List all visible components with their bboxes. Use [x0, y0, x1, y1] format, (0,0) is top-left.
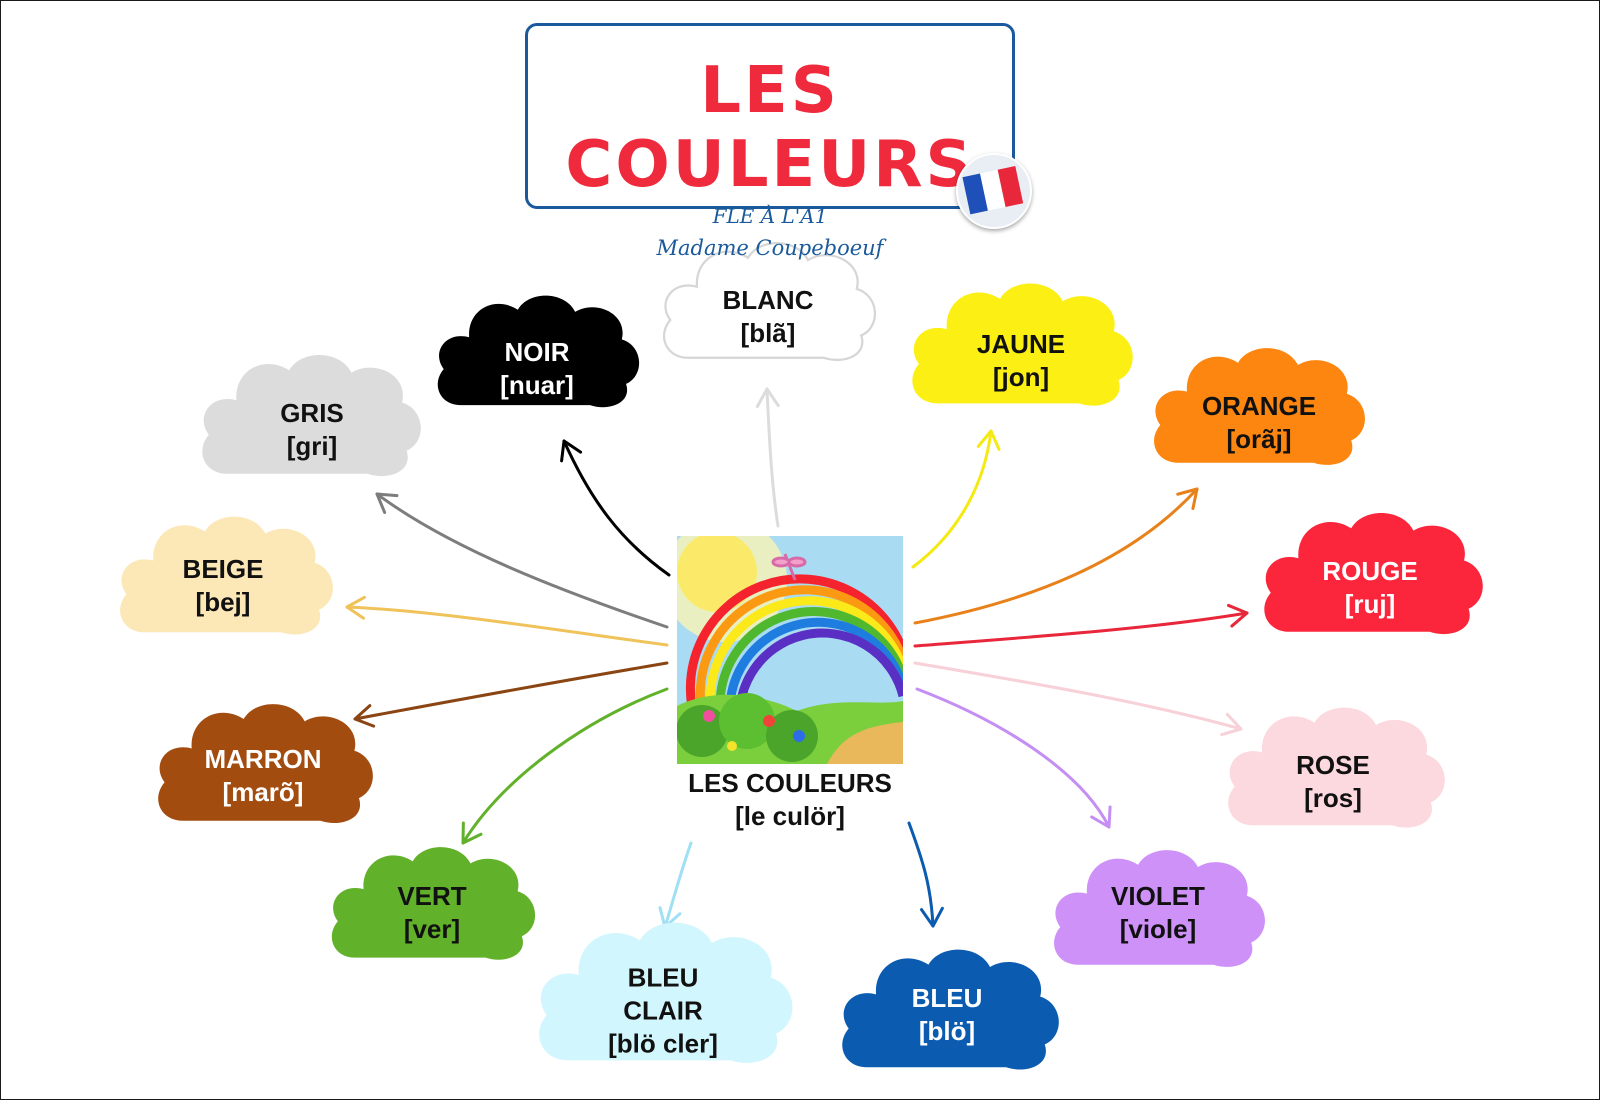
arrows-layer [345, 387, 1249, 929]
center-pronunciation: [le culör] [735, 801, 845, 831]
label-violet: VIOLET[viole] [1111, 880, 1205, 946]
color-name-gris: GRIS [280, 398, 344, 428]
arrow-marron [353, 661, 669, 721]
arrowhead-jaune [976, 429, 1001, 451]
color-name-orange: ORANGE [1201, 391, 1317, 421]
color-name-jaune: JAUNE [976, 329, 1066, 359]
rainbow-illustration [677, 536, 903, 764]
color-name-rouge: ROUGE [1322, 556, 1418, 586]
arrowhead-marron [353, 704, 376, 728]
arrow-violet [915, 687, 1111, 829]
pronunciation-beige: [bej] [195, 587, 251, 617]
french-flag-icon [956, 153, 1032, 229]
arrow-noir [562, 439, 671, 577]
page-title: LES COULEURS [565, 54, 975, 202]
pronunciation-bleu: [blö] [918, 1016, 976, 1046]
arrowhead-gris [375, 492, 399, 514]
pronunciation-marron: [marõ] [222, 777, 304, 807]
subtitle: FLE À L'A1 [712, 204, 828, 228]
arrowhead-violet [1090, 805, 1112, 829]
color-name-bleu-clair: BLEU CLAIR [623, 962, 703, 1026]
pronunciation-rouge: [ruj] [1344, 589, 1396, 619]
arrow-orange [913, 487, 1199, 625]
author: Madame Coupeboeuf [656, 236, 884, 260]
color-name-beige: BEIGE [182, 554, 264, 584]
label-rose: ROSE[ros] [1296, 749, 1370, 815]
label-gris: GRIS[gri] [280, 397, 344, 463]
arrow-gris [375, 492, 669, 629]
label-orange: ORANGE[orãj] [1202, 390, 1316, 456]
color-name-bleu: BLEU [911, 983, 983, 1013]
label-marron: MARRON[marõ] [205, 743, 322, 809]
pronunciation-bleu-clair: [blö cler] [608, 1028, 718, 1059]
pronunciation-blanc: [blã] [740, 318, 796, 348]
pronunciation-noir: [nuar] [500, 370, 574, 400]
label-vert: VERT[ver] [397, 880, 466, 946]
pronunciation-gris: [gri] [286, 431, 338, 461]
color-name-vert: VERT [397, 881, 467, 911]
title-box: LES COULEURS FLE À L'A1 Madame Coupeboeu… [525, 23, 1015, 260]
arrow-jaune [911, 429, 993, 569]
arrow-rouge [913, 611, 1249, 648]
label-bleu-clair: BLEU CLAIR[blö cler] [603, 962, 723, 1061]
arrowhead-noir [560, 439, 583, 463]
color-name-violet: VIOLET [1111, 881, 1205, 911]
label-bleu: BLEU[blö] [912, 982, 983, 1048]
pronunciation-orange: [orãj] [1226, 424, 1292, 454]
color-name-noir: NOIR [504, 337, 570, 367]
pronunciation-jaune: [jon] [992, 362, 1050, 392]
pronunciation-rose: [ros] [1304, 783, 1362, 813]
label-blanc: BLANC[blã] [723, 284, 814, 350]
label-rouge: ROUGE[ruj] [1322, 555, 1417, 621]
color-name-marron: MARRON [204, 744, 322, 774]
arrowhead-vert [461, 821, 483, 845]
arrow-beige [345, 605, 669, 647]
arrow-bleu [907, 821, 935, 928]
color-name-rose: ROSE [1296, 750, 1370, 780]
arrow-bleu-clair [663, 841, 693, 929]
label-noir: NOIR[nuar] [500, 336, 574, 402]
arrowhead-orange [1176, 487, 1199, 511]
arrowhead-rouge [1226, 603, 1249, 628]
label-jaune: JAUNE[jon] [977, 328, 1065, 394]
color-name-blanc: BLANC [722, 285, 814, 315]
pronunciation-vert: [ver] [403, 914, 461, 944]
arrowhead-rose [1220, 712, 1243, 737]
arrow-vert [461, 687, 669, 845]
arrow-rose [913, 661, 1243, 731]
label-beige: BEIGE[bej] [183, 553, 264, 619]
arrowhead-beige [345, 595, 367, 620]
pronunciation-violet: [viole] [1119, 914, 1197, 944]
center-label: LES COULEURS [le culör] [660, 767, 920, 833]
arrowhead-blanc [755, 387, 780, 409]
arrowhead-bleu [920, 906, 944, 928]
arrow-blanc [765, 387, 780, 528]
center-name: LES COULEURS [688, 768, 892, 798]
